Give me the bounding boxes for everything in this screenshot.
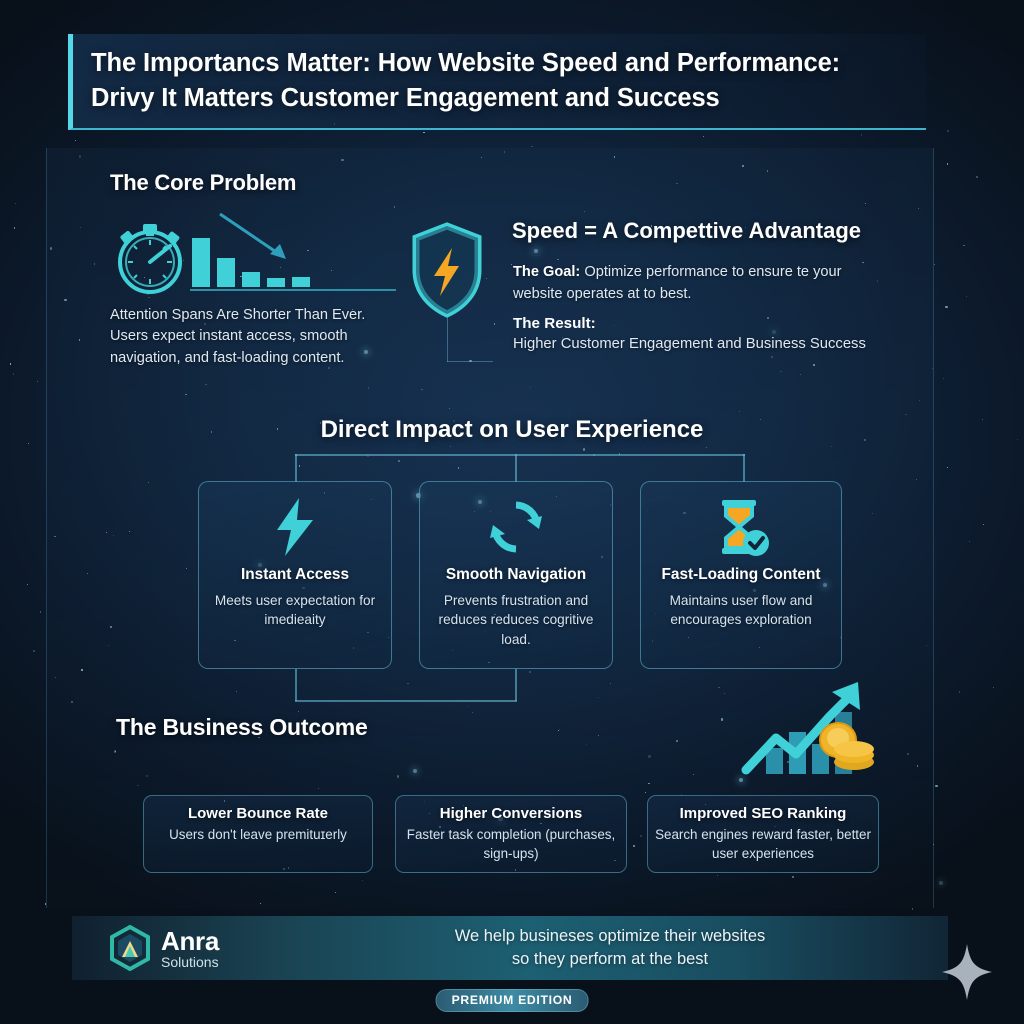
core-problem-line-1: Attention Spans Are Shorter Than Ever. bbox=[110, 307, 366, 323]
outcome-card-higher-conversions[interactable]: Higher Conversions Faster task completio… bbox=[395, 795, 627, 873]
outcome-card-desc: Faster task completion (purchases, sign-… bbox=[406, 827, 616, 861]
outcome-connector-center-drop bbox=[515, 669, 517, 701]
core-problem-line-3: navigation, and fast-loading content. bbox=[110, 349, 345, 366]
brand-logo-text: Anra Solutions bbox=[161, 928, 219, 969]
core-problem-line-2: Users expect instant access, smooth bbox=[110, 328, 348, 345]
lightning-bolt-icon bbox=[199, 490, 391, 564]
brand-logo[interactable]: Anra Solutions bbox=[108, 925, 219, 971]
footer-bar: Anra Solutions We help busineses optimiz… bbox=[72, 916, 948, 980]
anra-hexagon-droplet-logo-icon bbox=[110, 925, 150, 971]
brand-name: Anra bbox=[161, 925, 220, 956]
shield-connector-horizontal bbox=[447, 361, 493, 362]
shield-lightning-bolt-icon bbox=[412, 222, 482, 318]
ux-card-desc: Meets user expectation for imedieaity bbox=[214, 593, 376, 628]
outcome-card-title: Improved SEO Ranking bbox=[679, 805, 847, 822]
brand-subtitle: Solutions bbox=[161, 953, 219, 970]
core-problem-body: Attention Spans Are Shorter Than Ever. U… bbox=[110, 305, 410, 369]
page-title: The Importancs Matter: How Website Speed… bbox=[91, 46, 840, 116]
ux-connector-left-drop bbox=[295, 454, 297, 482]
footer-tagline: We help busineses optimize their website… bbox=[310, 925, 910, 971]
outcome-card-title: Lower Bounce Rate bbox=[187, 805, 329, 822]
stopwatch-declining-bar-chart-icon bbox=[118, 212, 396, 294]
business-outcome-heading: The Business Outcome bbox=[116, 714, 368, 740]
ux-connector-center-drop bbox=[515, 454, 517, 482]
premium-edition-badge: PREMIUM EDITION bbox=[435, 989, 589, 1012]
outcome-card-improved-seo-ranking[interactable]: Improved SEO Ranking Search engines rewa… bbox=[647, 795, 879, 873]
hourglass-check-icon bbox=[641, 490, 841, 564]
outcome-connector-left-drop bbox=[295, 669, 297, 701]
ux-card-title: Fast-Loading Content bbox=[661, 566, 821, 583]
outcome-card-lower-bounce-rate[interactable]: Lower Bounce Rate Users don't leave prem… bbox=[143, 795, 373, 873]
ux-card-title: Instant Access bbox=[240, 566, 350, 583]
outcome-card-desc: Search engines reward faster, better use… bbox=[655, 827, 871, 861]
header-banner: The Importancs Matter: How Website Speed… bbox=[68, 34, 926, 130]
outcome-connector-rail bbox=[295, 700, 517, 702]
refresh-cycle-icon bbox=[420, 490, 612, 564]
four-point-star-sparkle-icon bbox=[942, 944, 992, 1000]
speed-goal-label: The Goal: bbox=[513, 264, 581, 280]
growth-chart-coins-icon bbox=[741, 682, 874, 775]
ux-card-fast-loading-content[interactable]: Fast-Loading Content Maintains user flow… bbox=[640, 481, 842, 669]
page-title-line-2: Drivy It Matters Customer Engagement and… bbox=[91, 84, 720, 112]
ux-card-desc: Prevents frustration and reduces reduces… bbox=[438, 593, 594, 647]
footer-tagline-line-2: so they perform at the best bbox=[511, 950, 709, 968]
speed-advantage-heading: Speed = A Compettive Advantage bbox=[512, 218, 862, 243]
ux-card-title: Smooth Navigation bbox=[445, 566, 587, 583]
user-experience-heading: Direct Impact on User Experience bbox=[320, 416, 704, 443]
footer-tagline-line-1: We help busineses optimize their website… bbox=[454, 927, 766, 946]
page-title-line-1: The Importancs Matter: How Website Speed… bbox=[91, 48, 841, 77]
speed-goal-body: Optimize performance to ensure te your w… bbox=[513, 264, 842, 302]
ux-card-smooth-navigation[interactable]: Smooth Navigation Prevents frustration a… bbox=[419, 481, 613, 669]
speed-result-text: Higher Customer Engagement and Business … bbox=[513, 336, 866, 352]
ux-card-instant-access[interactable]: Instant Access Meets user expectation fo… bbox=[198, 481, 392, 669]
outcome-card-desc: Users don't leave premituɪerly bbox=[169, 827, 347, 842]
outcome-card-title: Higher Conversions bbox=[439, 805, 583, 822]
speed-result-label: The Result: bbox=[513, 315, 596, 332]
ux-card-desc: Maintains user flow and encourages explo… bbox=[669, 593, 813, 628]
core-problem-heading: The Core Problem bbox=[110, 170, 297, 195]
shield-connector-vertical bbox=[447, 318, 448, 362]
ux-connector-top-rail bbox=[295, 454, 745, 456]
speed-goal-text: The Goal: Optimize performance to ensure… bbox=[513, 262, 893, 305]
ux-connector-right-drop bbox=[743, 454, 745, 482]
